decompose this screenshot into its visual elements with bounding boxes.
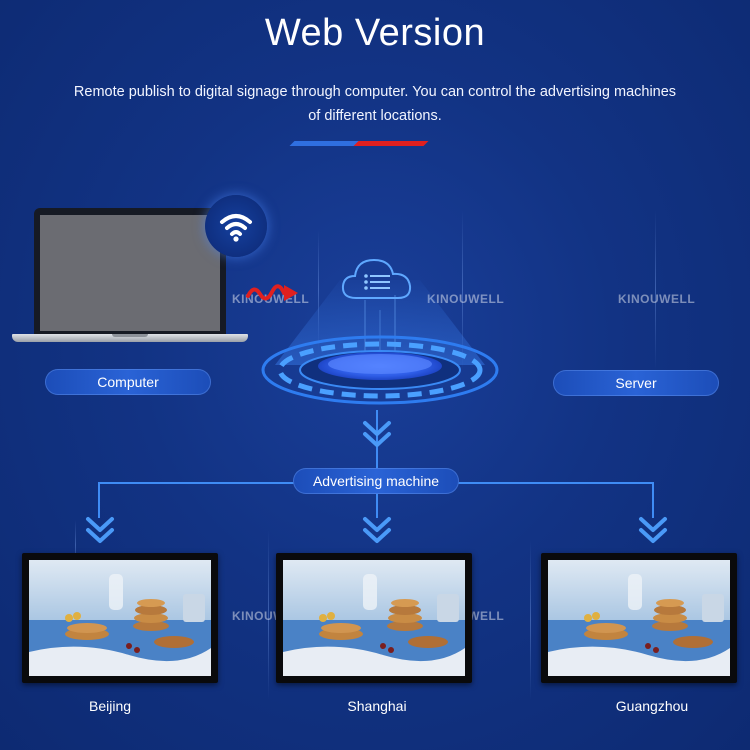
connector-vertical bbox=[376, 410, 378, 468]
decor-line bbox=[75, 520, 76, 570]
double-chevron-down-icon bbox=[363, 421, 391, 447]
connector-right bbox=[652, 482, 654, 518]
watermark: KINOUWELL bbox=[618, 292, 696, 306]
display-screen bbox=[548, 560, 730, 676]
page-title: Web Version bbox=[264, 12, 486, 54]
food-image bbox=[29, 560, 211, 676]
advertising-display bbox=[541, 553, 737, 683]
laptop-screen bbox=[40, 215, 220, 331]
transfer-arrow-icon bbox=[246, 284, 298, 301]
wifi-icon bbox=[220, 214, 252, 242]
cloud-server-icon bbox=[341, 258, 412, 299]
food-image bbox=[548, 560, 730, 676]
city-label-shanghai: Shanghai bbox=[347, 698, 407, 714]
display-screen bbox=[29, 560, 211, 676]
city-label-beijing: Beijing bbox=[88, 698, 132, 714]
double-chevron-down-icon bbox=[86, 517, 114, 543]
advertising-display bbox=[276, 553, 472, 683]
city-label-guangzhou: Guangzhou bbox=[615, 698, 689, 714]
page-description: Remote publish to digital signage throug… bbox=[73, 84, 677, 124]
advertising-display bbox=[22, 553, 218, 683]
food-image bbox=[283, 560, 465, 676]
decor-line bbox=[530, 540, 531, 700]
decor-line bbox=[462, 210, 463, 370]
advertising-machine-label: Advertising machine bbox=[293, 468, 459, 494]
wifi-badge bbox=[205, 195, 267, 257]
display-screen bbox=[283, 560, 465, 676]
decor-line bbox=[655, 210, 656, 370]
watermark: KINOUWELL bbox=[427, 292, 505, 306]
laptop-base bbox=[12, 334, 248, 342]
accent-bar-red bbox=[353, 141, 429, 146]
double-chevron-down-icon bbox=[363, 517, 391, 543]
laptop-notch bbox=[112, 334, 148, 337]
decor-line bbox=[268, 530, 269, 700]
cloud-platform bbox=[261, 280, 499, 405]
connector-center bbox=[376, 482, 378, 518]
connector-left bbox=[98, 482, 100, 518]
decor-line bbox=[318, 230, 319, 350]
accent-bar-blue bbox=[289, 141, 363, 146]
computer-label: Computer bbox=[45, 369, 211, 395]
double-chevron-down-icon bbox=[639, 517, 667, 543]
server-label: Server bbox=[553, 370, 719, 396]
